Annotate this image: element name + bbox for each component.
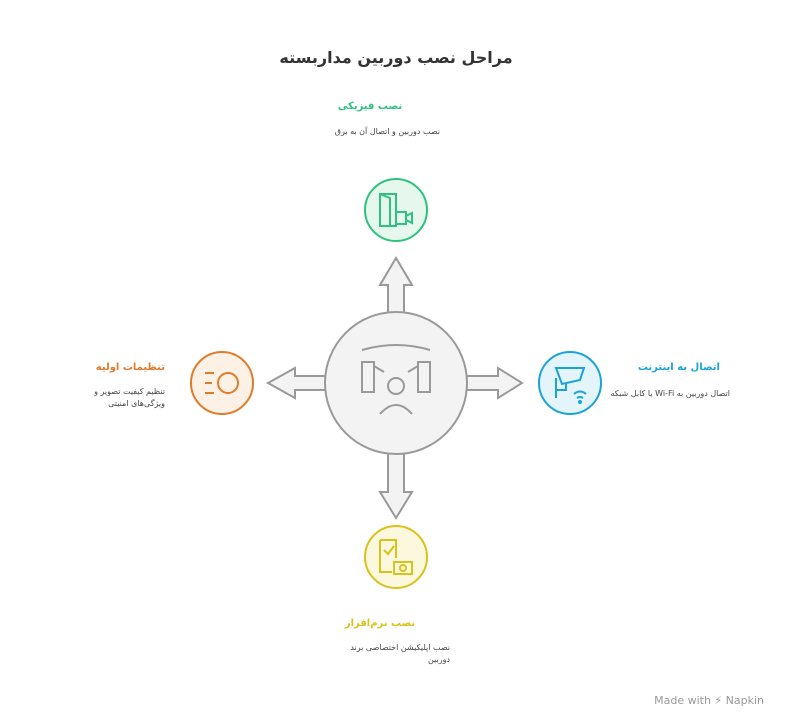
step-left-title: تنظیمات اولیه [95, 362, 165, 373]
napkin-watermark: Made with ⚡ Napkin [654, 694, 764, 707]
page-title: مراحل نصب دوربین مداربسته [279, 48, 513, 67]
light-settings-icon [205, 372, 239, 394]
step-right-desc: اتصال دوربین به Wi-Fi یا کابل شبکه [610, 389, 730, 398]
step-bottom-desc: نصب اپلیکیشن اختصاصی برند دوربین [350, 643, 450, 664]
cctv-wifi-icon [554, 367, 587, 404]
step-bottom-node [364, 525, 428, 589]
step-top-node [364, 178, 428, 242]
phone-camera-icon [379, 539, 413, 575]
arrow-left [265, 366, 327, 400]
door-camera-icon [379, 193, 413, 227]
arrows [265, 256, 524, 520]
step-top-title: نصب فیزیکی [337, 101, 403, 112]
arrow-right [465, 366, 524, 400]
arrow-down [378, 451, 414, 520]
arrow-up [378, 256, 414, 319]
step-top-desc: نصب دوربین و اتصال آن به برق [334, 127, 440, 136]
step-right-title: اتصال به اینترنت [637, 362, 720, 373]
center-circle [324, 311, 468, 455]
step-left-desc: تنظیم کیفیت تصویر و ویژگی‌های امنیتی [94, 387, 165, 408]
step-left-node [190, 351, 254, 415]
step-bottom-title: نصب نرم‌افزار [344, 618, 416, 629]
step-right-node [538, 351, 602, 415]
center-camera-icon [361, 344, 431, 415]
